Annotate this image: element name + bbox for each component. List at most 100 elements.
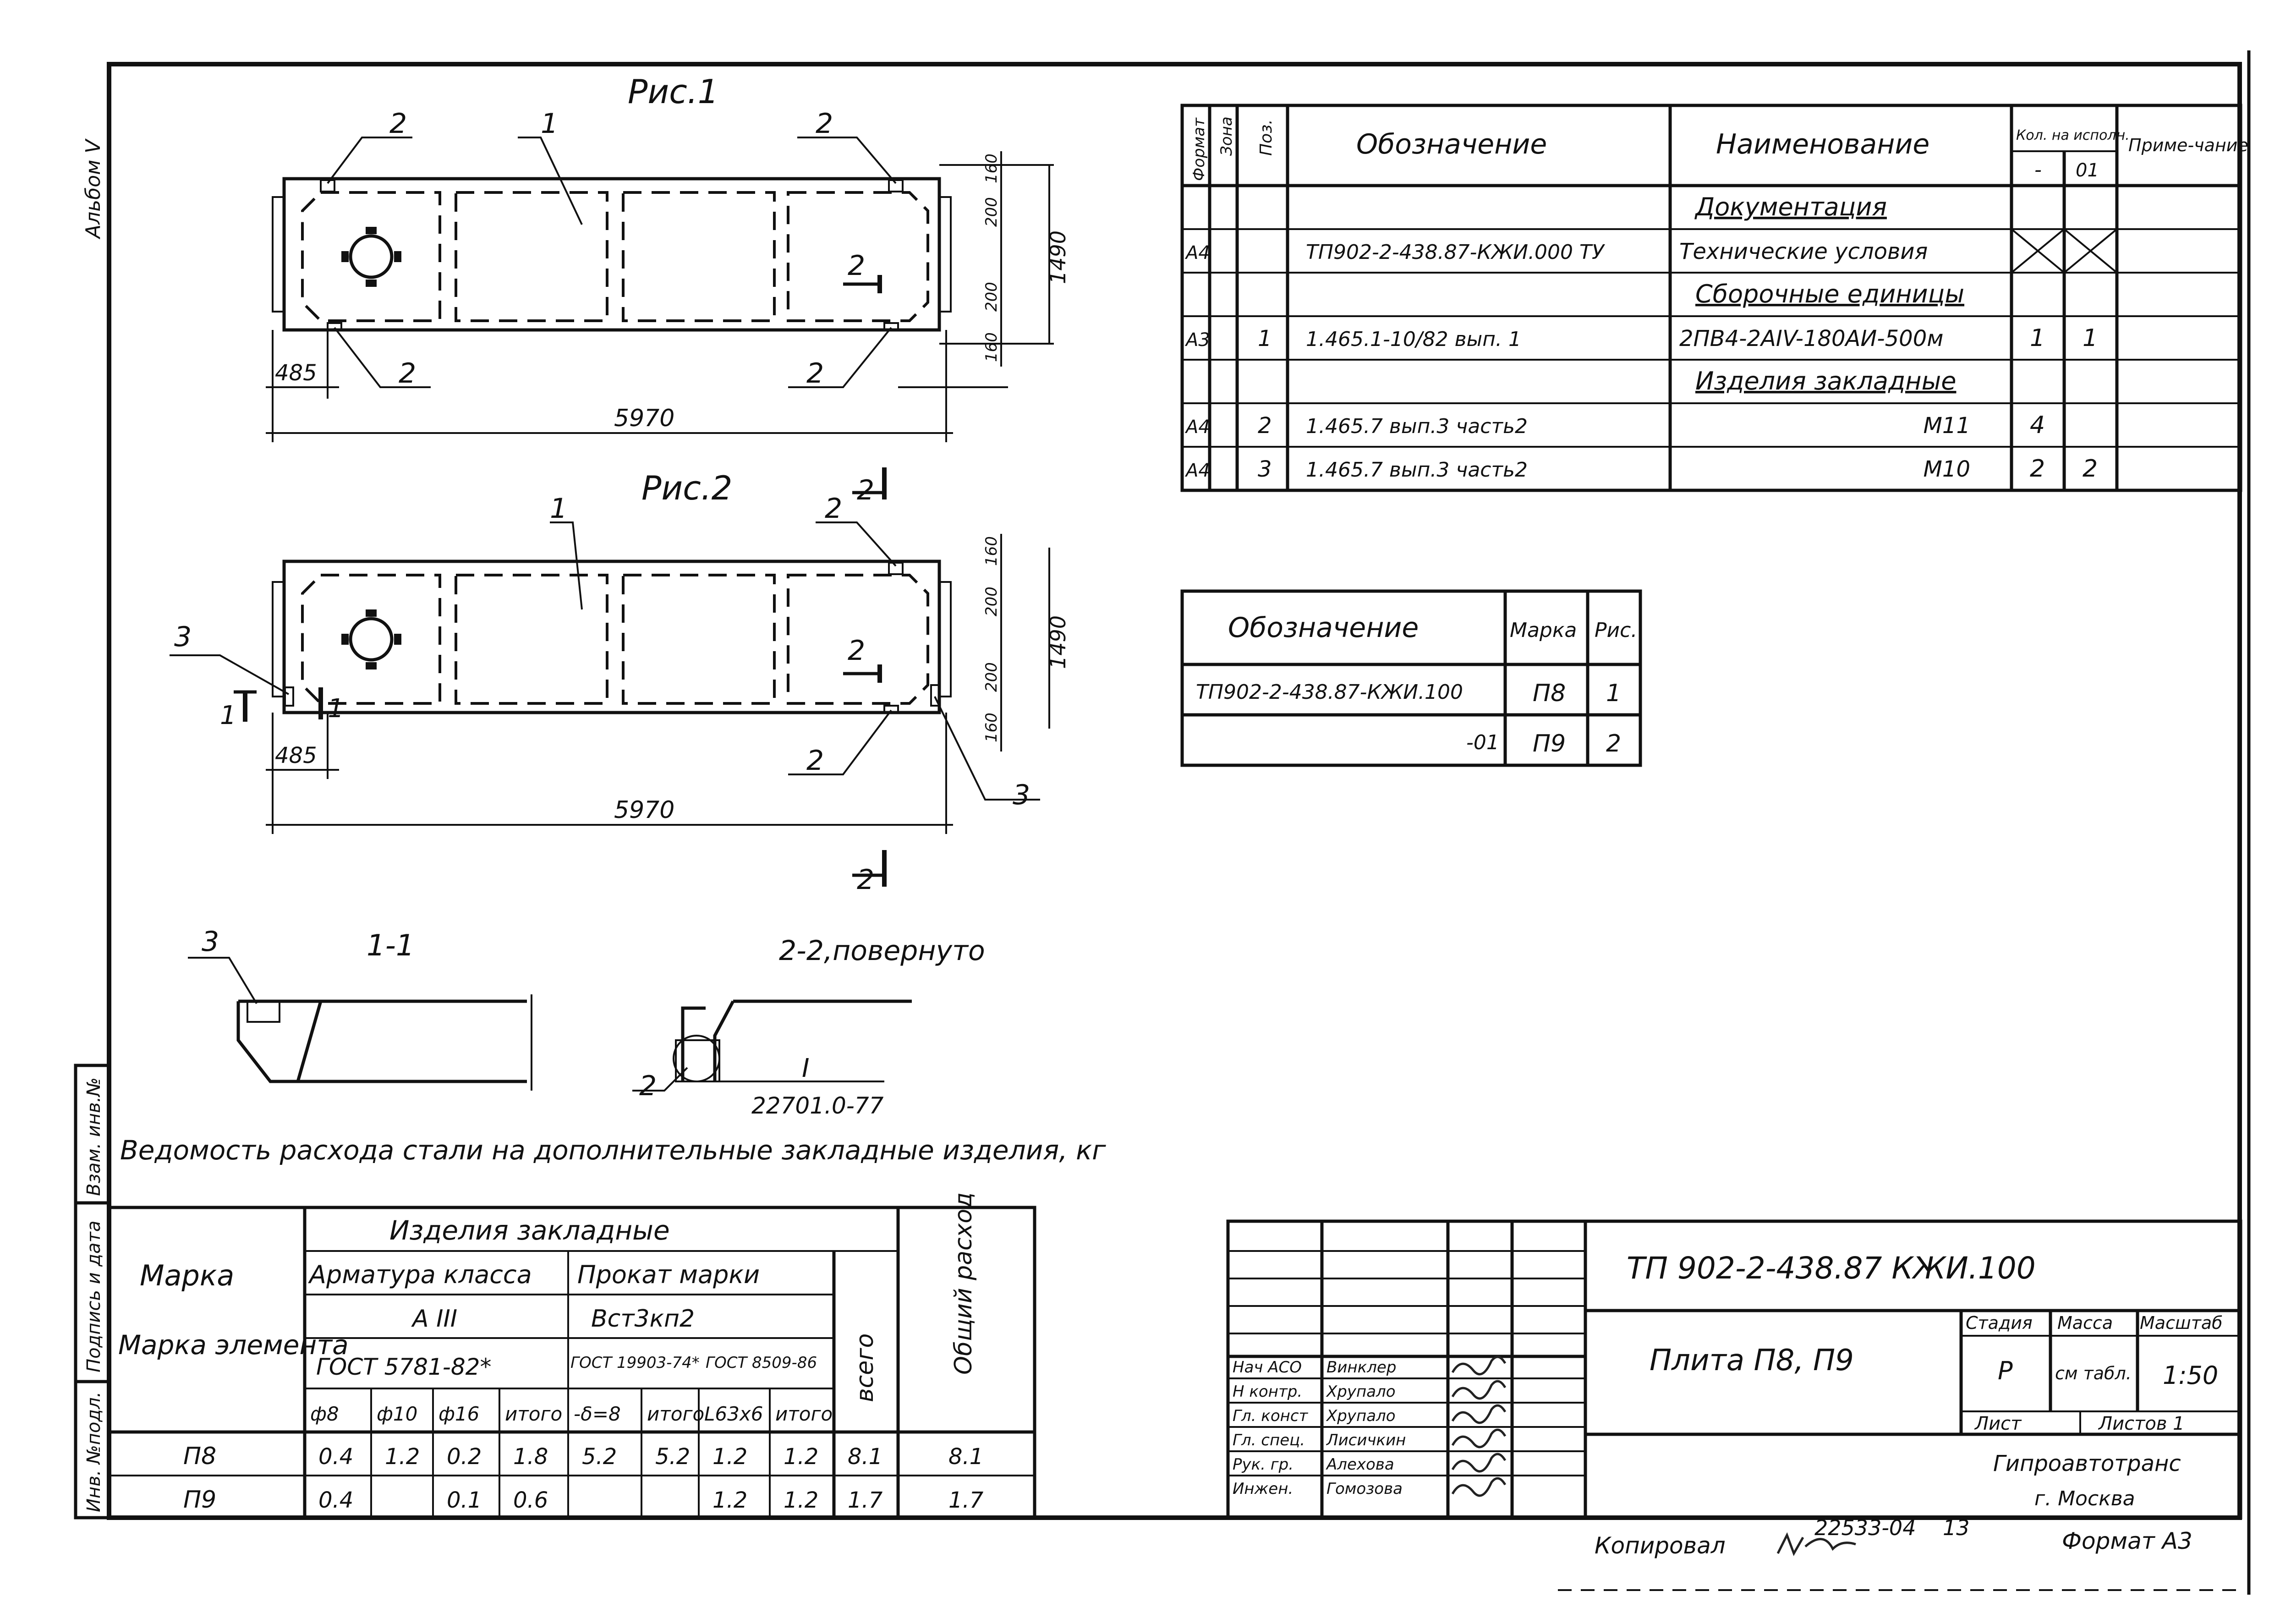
marks-r1-designation: ТП902-2-438.87-КЖИ.100 [1196, 680, 1463, 704]
section22-gost: 22701.0-77 [751, 1092, 884, 1119]
spec-cell-designation: 1.465.7 вып.3 часть2 [1306, 415, 1528, 438]
fig1-leader-2-tr [797, 137, 897, 184]
tb-code: ТП 902-2-438.87 КЖИ.100 [1627, 1251, 2036, 1286]
steel-cell-value: 1.2 [784, 1444, 818, 1470]
spec-cell-qty-b: 2 [2083, 455, 2098, 483]
steel-row-mark: П9 [183, 1486, 216, 1514]
tb-person-name: Хрупало [1326, 1407, 1396, 1425]
fig2-leader-2-tr [816, 521, 897, 567]
fig2-loop-tab-right [394, 634, 401, 645]
fig1-slab-outline [282, 177, 941, 332]
steel-row-mark: П8 [183, 1443, 216, 1470]
steel-h-rebar: Арматура класса [308, 1260, 532, 1289]
left-margin-stamp: Инв. №подл. Подпись и дата Взам. инв.№ [74, 1064, 111, 1520]
section11-profile [236, 999, 527, 1083]
spec-cell-designation: 1.465.1-10/82 вып. 1 [1306, 328, 1521, 351]
fig1-section-2-below-label: 2 [857, 474, 874, 506]
steel-cell-value: 0.4 [318, 1444, 353, 1470]
fig2-dim-200-bottom: 200 [982, 662, 1001, 692]
spec-cell-qty-a: 4 [2030, 411, 2045, 439]
fig2-title: Рис.2 [641, 469, 733, 507]
fig2-panel-1 [301, 574, 441, 705]
marks-h-mark: Марка [1510, 619, 1577, 642]
footer-number: 22533-04 [1814, 1515, 1916, 1540]
tb-sheet-h: Лист [1974, 1413, 2022, 1434]
spec-h-qty-b: 01 [2076, 160, 2099, 181]
fig2-callout-1: 1 [550, 493, 567, 525]
fig1-title: Рис.1 [628, 72, 719, 111]
spec-cell-name: М10 [1924, 456, 1971, 482]
tb-stage-h: Стадия [1966, 1313, 2033, 1333]
fig1-embed-tl [320, 179, 335, 192]
fig2-embed-br [883, 705, 899, 713]
marks-h-designation: Обозначение [1228, 612, 1419, 644]
fig1-leader-2-tl [327, 137, 412, 184]
fig1-loop-tab-left [341, 251, 349, 262]
steel-cell-value: 0.2 [447, 1444, 482, 1470]
fig1-dim-160-bottom: 160 [982, 332, 1001, 362]
spec-cell-designation: ТП902-2-438.87-КЖИ.000 ТУ [1306, 241, 1606, 264]
tb-mass: см табл. [2055, 1363, 2132, 1383]
fig1-callout-2-tr: 2 [816, 108, 833, 140]
footer-copied: Копировал [1595, 1532, 1726, 1559]
steel-col-header: итого [775, 1403, 833, 1425]
fig1-loop-tab-top [366, 227, 377, 234]
steel-cell-value: 5.2 [582, 1444, 617, 1470]
fig1-panel-3 [622, 191, 776, 322]
steel-cell-value: 1.2 [784, 1487, 818, 1513]
spec-cell-pos: 1 [1258, 326, 1272, 351]
fig2-leader-1 [550, 521, 583, 610]
spec-cell-qty-a: 2 [2030, 455, 2045, 483]
tb-mass-h: Масса [2057, 1313, 2113, 1333]
steel-cell-overall: 8.1 [948, 1444, 983, 1470]
spec-cell-qty-b: 1 [2083, 324, 2098, 352]
spec-cell-qty-a: 1 [2030, 324, 2045, 352]
steel-cell-total: 1.7 [848, 1487, 883, 1513]
margin-replace-inv: Взам. инв.№ [83, 1077, 104, 1196]
steel-cell-value: 0.6 [513, 1487, 548, 1513]
steel-h-rolled: Прокат марки [577, 1260, 760, 1289]
spec-h-pos: Поз. [1257, 119, 1276, 156]
fig1-embed-br [883, 322, 899, 331]
fig1-callout-2-tl: 2 [389, 108, 407, 140]
tb-person-signature [1451, 1428, 1507, 1448]
tb-person-name: Лисичкин [1326, 1431, 1406, 1449]
steel-col-header: итого [505, 1403, 562, 1425]
steel-cell-value: 1.2 [713, 1487, 747, 1513]
marks-r2-designation: -01 [1466, 731, 1499, 754]
steel-h-gost2: ГОСТ 8509-86 [706, 1354, 817, 1372]
spec-cell-name: Изделия закладные [1695, 367, 1956, 395]
fig1-leader-1 [518, 137, 583, 225]
fig2-dim-offset: 485 [275, 743, 317, 768]
section22-callout: 2 [639, 1070, 657, 1102]
steel-col-header: ф16 [438, 1403, 479, 1425]
steel-cell-total: 8.1 [848, 1444, 882, 1470]
margin-signature-date: Подпись и дата [83, 1221, 104, 1372]
spec-h-name: Наименование [1716, 128, 1929, 160]
marks-r1-mark: П8 [1533, 680, 1566, 707]
steel-cell-value: 5.2 [655, 1444, 690, 1470]
tb-frame [1226, 1219, 2242, 1520]
steel-h-total: всего [851, 1333, 879, 1402]
steel-h-mark-1: Марка [140, 1259, 234, 1292]
fig1-end-block-left [272, 196, 285, 313]
steel-h-rebar-class: А III [411, 1305, 457, 1333]
fig2-dim-length: 5970 [614, 796, 674, 824]
fig2-dim-160-top: 160 [982, 536, 1001, 566]
steel-h-rebar-gost: ГОСТ 5781-82* [316, 1354, 491, 1380]
fig2-callout-2-br: 2 [806, 745, 824, 777]
section11-leader [188, 957, 258, 1004]
section-2-2: 2-2,повернуто 2 I 22701.0-77 [632, 935, 985, 1119]
fig2-slab-outline [282, 560, 941, 714]
fig2-dim-200-top: 200 [982, 587, 1001, 616]
tb-person-signature [1451, 1380, 1507, 1400]
section11-callout: 3 [202, 926, 219, 958]
fig2-section-1-left: 1 [220, 701, 236, 730]
fig1-callout-1: 1 [541, 108, 558, 140]
fig2-embed-right-3 [930, 684, 940, 707]
figure-1: Рис.1 2 1 2 2 2 2 5970 [266, 72, 1070, 506]
steel-cell-value: 1.2 [713, 1444, 747, 1470]
spec-h-format: Формат [1190, 117, 1208, 181]
